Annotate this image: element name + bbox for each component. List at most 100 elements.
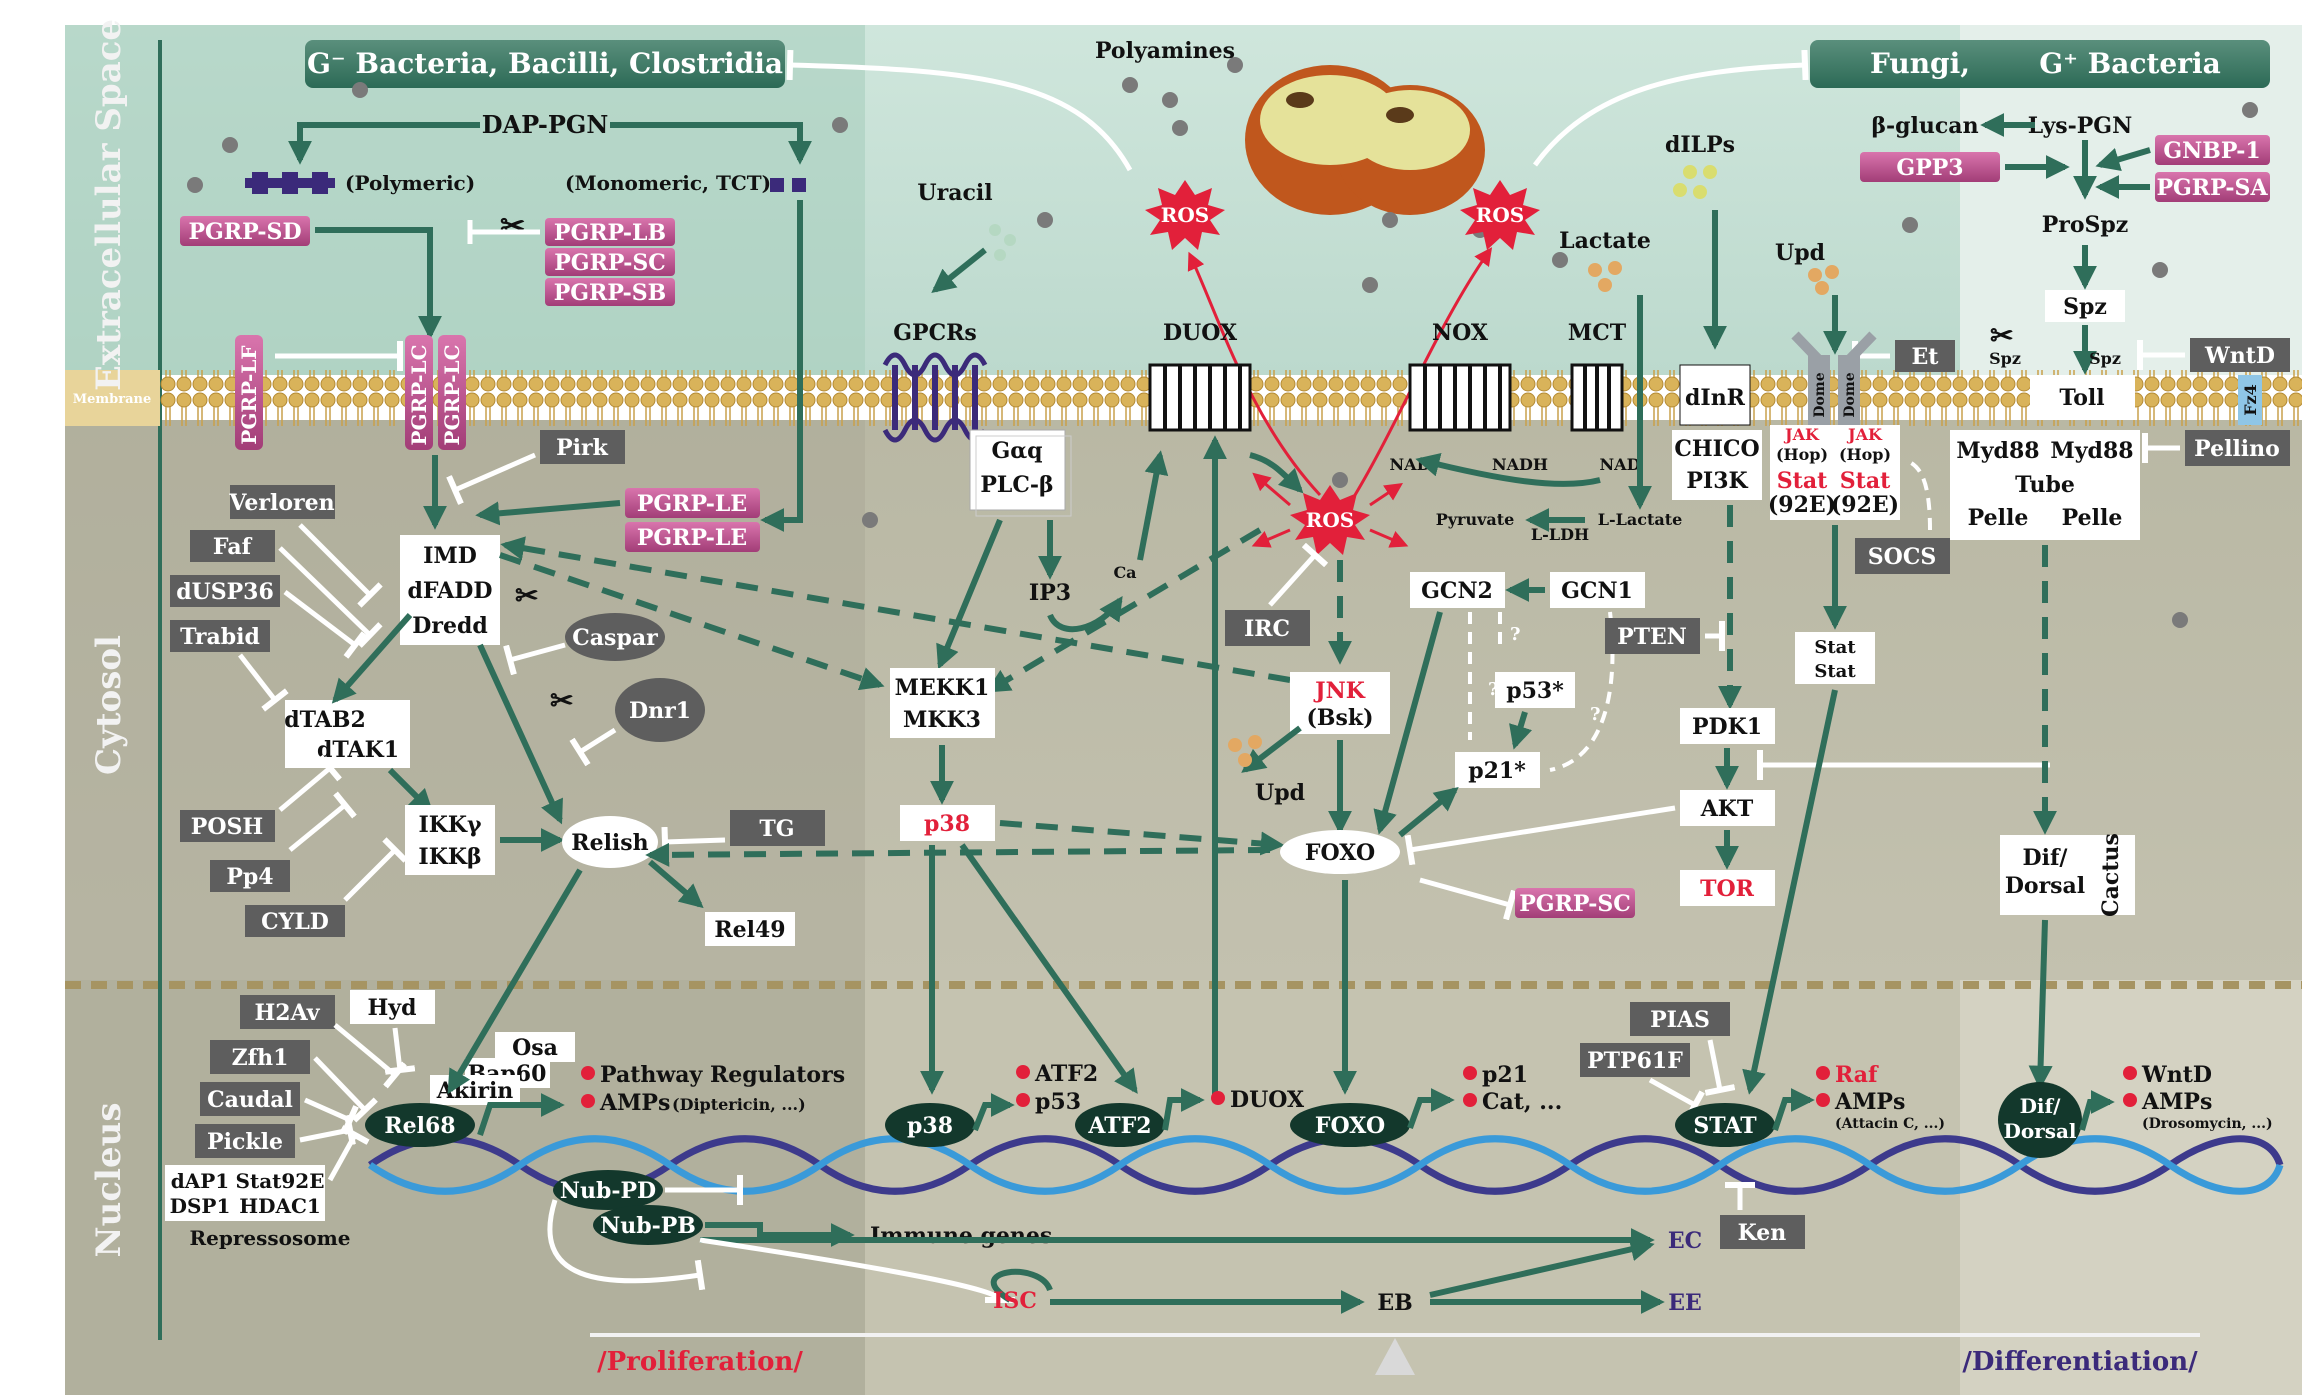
ros-burst-left [1145,180,1225,250]
p53-target: p53 [1035,1089,1081,1115]
dome-receptor [1791,331,1877,430]
differentiation: /Differentiation/ [1962,1347,2198,1377]
pgrp-lc-receptor-a [405,335,433,450]
ip3: IP3 [1029,580,1071,606]
gnbp1: GNBP-1 [2163,138,2260,164]
pgrp-sb: PGRP-SB [554,280,667,306]
pellino: Pellino [2194,436,2280,462]
faf: Faf [213,534,253,560]
p53: p53* [1506,678,1564,704]
nub-pd: Nub-PD [560,1178,656,1204]
polyamines: Polyamines [1095,38,1235,64]
fz4: Fz4 [2241,384,2260,416]
hop-b: (Hop) [1839,445,1891,464]
dif-dorsal-cactus-box [2000,835,2135,915]
pgrp-sa-box [2155,172,2270,202]
ec: EC [1668,1228,1702,1254]
pgrp-sd: PGRP-SD [188,219,301,245]
amps-diptericin: AMPs [599,1090,670,1116]
pgrp-le-box-1 [625,488,760,518]
gram-positive-label: G⁺ Bacteria [2039,47,2221,80]
h2av-box [240,995,335,1029]
pyruvate: Pyruvate [1436,510,1515,529]
nad-plus-left: NAD [1390,455,1431,474]
pten: PTEN [1617,624,1687,650]
trabid-box [170,620,270,652]
dilps-particles [1673,165,1717,199]
trabid: Trabid [180,624,260,650]
relish-ellipse [562,816,658,868]
posh-box [180,810,275,842]
pathway-regulators: Pathway Regulators [600,1062,845,1088]
nub-pd-ellipse [553,1170,663,1210]
tor: TOR [1700,876,1755,902]
pellino-box [2185,430,2290,466]
pirk: Pirk [556,435,608,461]
p38-cyt: p38 [924,811,970,837]
gnbp1-box [2155,135,2270,165]
wntd-ext: WntD [2204,343,2275,369]
pgrp-sc-cyt-box [1515,888,1635,918]
nox: NOX [1432,320,1489,346]
gram-negative-banner [305,40,785,88]
pgrp-sa: PGRP-SA [2156,175,2268,201]
jak-a: JAK [1783,425,1820,444]
tor-box [1680,870,1775,906]
pelle-a: Pelle [1968,505,2029,531]
upd-particles [1808,265,1839,295]
socs: SOCS [1868,544,1936,570]
question-2: ? [1510,624,1521,645]
upd-ext: Upd [1775,240,1825,266]
dfadd: dFADD [408,578,493,604]
verloren: Verloren [228,490,334,516]
hyd: Hyd [368,995,417,1021]
beta-glucan: β-glucan [1871,113,1978,139]
dtab2: dTAB2 [284,707,366,733]
pirk-box [540,430,625,464]
pgrp-lc-receptor-b [438,335,466,450]
stat92e-b: (92E) [1831,492,1899,518]
nadh: NADH [1492,455,1548,474]
stat-dimer-box [1795,632,1875,684]
amps-drosomycin: AMPs [2141,1089,2212,1115]
duox-target: DUOX [1230,1087,1305,1113]
gaq-plcb-stack [969,429,1066,511]
spz-box [2045,290,2125,322]
raf-target: Raf [1835,1062,1879,1088]
rel68-ellipse [365,1103,475,1147]
atf2-target: ATF2 [1034,1061,1098,1087]
region-label-nucleus: Nucleus [89,1103,129,1258]
foxo-ellipse [1280,830,1400,874]
spz-left: Spz [1989,349,2021,368]
ros-right: ROS [1476,203,1525,227]
pgrp-lb: PGRP-LB [554,220,666,246]
stat-dimer-b: Stat [1814,661,1856,682]
akt-box [1680,790,1775,826]
osa: Osa [512,1035,558,1061]
ikk-complex [405,805,495,875]
amps-attacin-note: (Attacin C, ...) [1835,1116,1945,1132]
uracil-particles [989,224,1016,261]
balance-fulcrum [1375,1338,1415,1375]
repressosome: Repressosome [190,1226,351,1250]
duox: DUOX [1163,320,1238,346]
p38-nuc-ellipse [885,1103,975,1147]
amps-attacin: AMPs [1834,1089,1905,1115]
pias: PIAS [1650,1007,1710,1033]
uracil: Uracil [917,180,992,206]
ikk-beta: IKKβ [418,844,481,870]
upd-cyt: Upd [1255,780,1305,806]
stat-nuc: STAT [1693,1113,1757,1139]
stat92e-a: (92E) [1768,492,1836,518]
isc-self-renewal [990,1268,1053,1303]
toll-box [2030,375,2135,420]
jak-b: JAK [1846,425,1883,444]
dtak1: dTAK1 [317,737,399,763]
p21-target: p21 [1482,1062,1528,1088]
gcn1-box [1550,572,1645,608]
dome-b: Dome [1842,372,1858,417]
h2av: H2Av [254,1000,320,1026]
pdk1-box [1680,708,1775,744]
rel49-box [705,912,795,946]
